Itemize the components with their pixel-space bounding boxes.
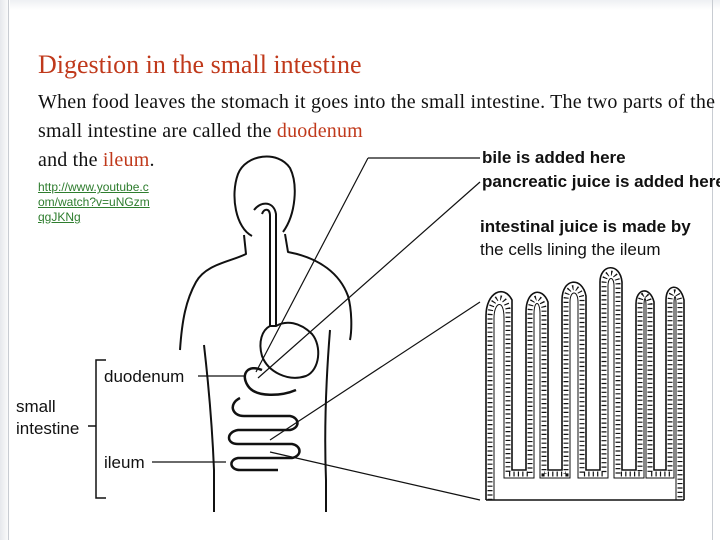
intestinal-juice-label-line1: intestinal juice is made by — [480, 217, 691, 236]
ileum-label: ileum — [104, 453, 145, 472]
small-intestine-label-line1: small — [16, 397, 56, 416]
slide-border-right — [712, 0, 713, 540]
bile-label: bile is added here — [482, 148, 626, 167]
villi-cell-lining — [487, 270, 683, 500]
video-link[interactable]: http://www.youtube.com/watch?v=uNGzmqgJK… — [38, 180, 150, 224]
intestinal-juice-label-line2: the cells lining the ileum — [480, 240, 660, 259]
intro-period: . — [149, 149, 155, 171]
villi-inner-wall — [493, 278, 677, 500]
zoom-pointer-bottom — [269, 451, 481, 501]
esophagus — [253, 202, 277, 326]
intro-paragraph: When food leaves the stomach it goes int… — [38, 88, 718, 175]
slide-top-shade — [0, 0, 720, 10]
duodenum-label: duodenum — [104, 367, 184, 386]
slide-border-left — [8, 0, 9, 540]
villi-outer-wall — [485, 266, 685, 500]
ileum-coils — [227, 396, 301, 472]
duodenum-term: duodenum — [276, 120, 363, 142]
body-outline — [179, 155, 353, 512]
intro-text-1: When food leaves the stomach it goes int… — [38, 91, 716, 142]
small-intestine-bracket — [88, 359, 106, 499]
pancreatic-juice-label: pancreatic juice is added here — [482, 172, 720, 191]
left-torso-outline — [203, 344, 215, 512]
slide-title: Digestion in the small intestine — [38, 50, 362, 79]
intro-text-2: and the — [38, 149, 103, 171]
right-torso-outline — [324, 329, 331, 512]
villi-magnified — [485, 266, 685, 501]
ileum-term: ileum — [102, 149, 150, 171]
stomach — [259, 321, 320, 379]
duodenum-loop — [243, 367, 297, 396]
slide-left-shade — [0, 0, 10, 540]
pancreatic-pointer — [257, 181, 481, 379]
small-intestine-label-line2: intestine — [16, 419, 79, 438]
bile-pointer — [255, 157, 369, 373]
zoom-pointer-top — [269, 301, 481, 441]
pointer-lines — [152, 157, 481, 501]
right-shoulder-outline — [284, 233, 353, 341]
left-shoulder-outline — [179, 234, 247, 351]
head-outline — [233, 155, 296, 237]
